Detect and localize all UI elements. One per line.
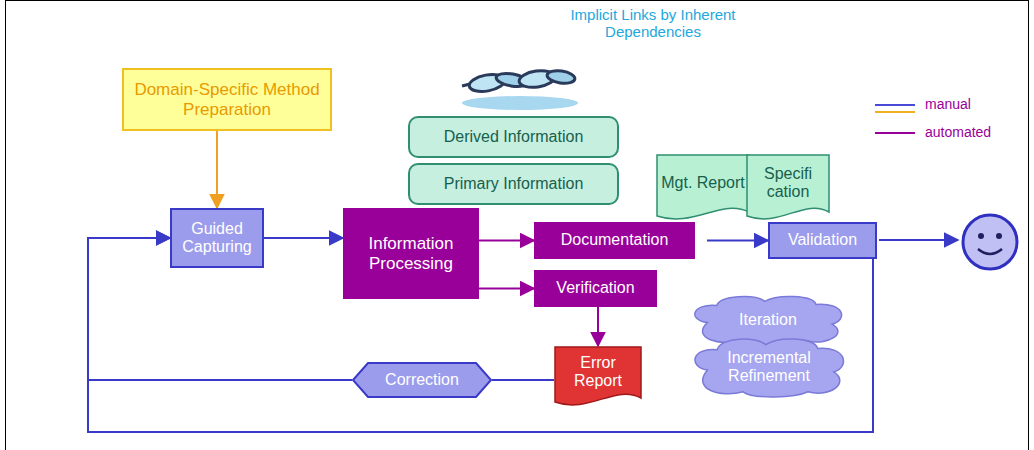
node-text: Iteration: [739, 311, 797, 329]
spec-document: Specifi cation: [746, 154, 830, 222]
cloud-shape: [695, 339, 844, 397]
node-text: Derived Information: [444, 128, 584, 146]
node-text: Correction: [385, 371, 459, 389]
chain-caption: Implicit Links by Inherent Dependencies: [548, 6, 758, 41]
flow-connector: [479, 240, 534, 242]
node-text: Verification: [556, 279, 634, 297]
node-text: Primary Information: [444, 175, 584, 193]
flow-arrow: [879, 239, 958, 241]
process-box: Verification: [534, 270, 657, 307]
legend-text: manual: [925, 96, 971, 112]
chain-icon: [462, 69, 576, 94]
node-text: Validation: [788, 231, 857, 249]
document-shape: [747, 155, 829, 219]
node-text: Incremental Refinement: [706, 349, 832, 386]
flow-connector: [216, 131, 218, 208]
hexagon-shape: [353, 363, 491, 397]
node-text: Mgt. Report: [661, 174, 745, 192]
process-box: Guided Capturing: [170, 208, 264, 268]
chain-link: [546, 69, 575, 85]
cloud-shape: [695, 297, 842, 346]
process-box: Documentation: [534, 222, 695, 259]
legend-text: automated: [925, 124, 991, 140]
flow-connector: [492, 379, 554, 381]
flow-connector: [597, 307, 599, 346]
flow-connector: [264, 237, 343, 239]
process-box: Validation: [768, 222, 877, 259]
node-text: Documentation: [561, 231, 669, 249]
iteration-cloud: Iteration: [688, 294, 848, 346]
node-text: Information Processing: [351, 234, 471, 273]
correction-hexagon: Correction: [352, 362, 492, 398]
info-box: Primary Information: [408, 163, 619, 205]
smiley-mouth: [978, 249, 1002, 254]
smiley-icon: [963, 215, 1017, 269]
flow-connector: [707, 240, 768, 242]
process-box: Information Processing: [343, 208, 479, 299]
node-text: Specifi cation: [751, 165, 825, 202]
node-text: Guided Capturing: [178, 220, 256, 257]
chain-end: [462, 84, 470, 86]
legend-line: [875, 132, 915, 134]
refinement-cloud: Incremental Refinement: [688, 336, 850, 398]
document-shape: [555, 347, 641, 405]
chain-shadow: [462, 96, 578, 110]
node-text: Domain-Specific Method Preparation: [130, 80, 324, 119]
report-document: Mgt. Report: [656, 154, 750, 222]
method-box: Domain-Specific Method Preparation: [122, 68, 332, 131]
legend-line: [875, 104, 915, 106]
flow-connector: [479, 288, 534, 290]
info-box: Derived Information: [408, 116, 619, 158]
legend-line: [875, 111, 915, 113]
smiley-eye: [978, 233, 984, 239]
smiley-eye: [996, 233, 1002, 239]
document-shape: [657, 155, 749, 219]
node-text: Error Report: [559, 354, 637, 391]
error-document: Error Report: [554, 346, 642, 408]
smiley-face: [963, 215, 1017, 269]
